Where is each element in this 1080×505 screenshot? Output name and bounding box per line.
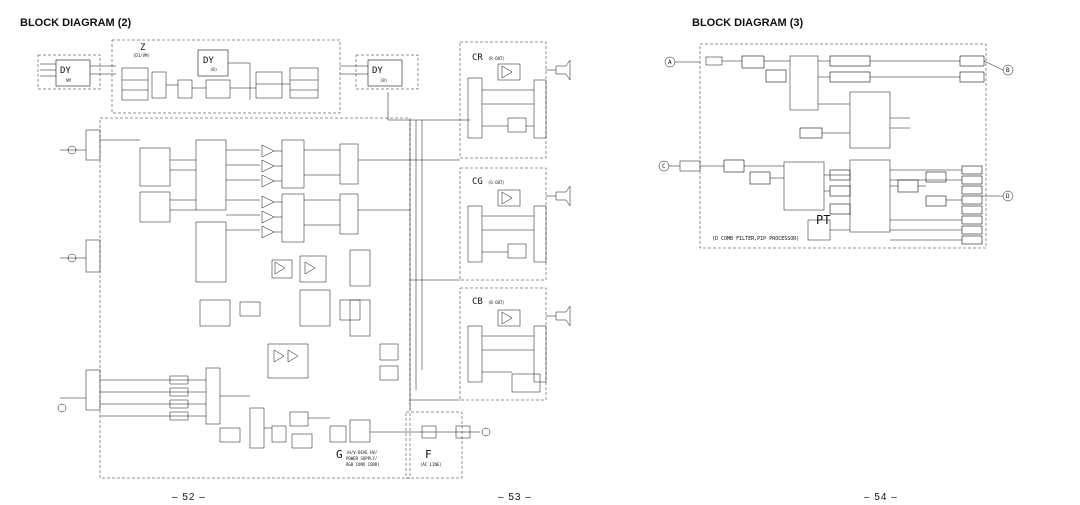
dy-right-sub: (B) bbox=[380, 78, 387, 83]
f-board: F (AC LINE) bbox=[405, 411, 491, 479]
cg-board-label: CG bbox=[472, 177, 483, 187]
dy-mid-sub: (B) bbox=[210, 67, 217, 72]
dy-left-label: DY bbox=[60, 66, 71, 76]
dy-mid-label: DY bbox=[203, 56, 214, 66]
page-number-52: – 52 – bbox=[172, 492, 206, 503]
connector-b: B bbox=[1006, 67, 1010, 74]
lower-processing-block bbox=[100, 249, 410, 449]
connector-d: D bbox=[1006, 193, 1010, 200]
cg-board-sub: (G OUT) bbox=[488, 180, 505, 185]
g-board-line-3: RGB CONV CORR) bbox=[346, 462, 380, 467]
cb-board: CB (B OUT) bbox=[459, 287, 571, 401]
connector-c: C bbox=[662, 163, 666, 170]
page-number-53: – 53 – bbox=[498, 492, 532, 503]
pt-board: PT (D COMB FILTER,PIP PROCESSOR) A B C D bbox=[658, 43, 1014, 249]
dy-left-sub: VM bbox=[66, 78, 71, 83]
diagram-title-right: BLOCK DIAGRAM (3) bbox=[692, 17, 804, 29]
dy-right-board: DY (B) bbox=[340, 54, 419, 90]
g-board-line-2: POWER SUPPLY/ bbox=[346, 456, 378, 461]
cr-board: CR (R OUT) bbox=[459, 41, 571, 159]
g-board-title: G (H/V-DEVE HV/ POWER SUPPLY/ RGB CONV C… bbox=[336, 448, 380, 467]
connector-a: A bbox=[668, 59, 672, 66]
f-board-label: F bbox=[425, 448, 432, 461]
g-board-label: G bbox=[336, 448, 343, 461]
z-board-label: Z bbox=[140, 43, 146, 53]
f-board-sub: (AC LINE) bbox=[420, 462, 442, 467]
cr-board-sub: (R OUT) bbox=[488, 56, 505, 61]
g-board-line-1: (H/V-DEVE HV/ bbox=[346, 450, 378, 455]
pt-board-sub: (D COMB FILTER,PIP PROCESSOR) bbox=[712, 236, 799, 242]
rgb-bus bbox=[387, 92, 470, 410]
page-number-54: – 54 – bbox=[864, 492, 898, 503]
dy-left-board: DY VM bbox=[37, 54, 116, 90]
diagram-title-left: BLOCK DIAGRAM (2) bbox=[20, 17, 132, 29]
z-board: Z (D1/VM) DY (B) bbox=[111, 39, 341, 114]
g-board-outline bbox=[99, 117, 411, 479]
central-ic-block bbox=[100, 139, 410, 283]
z-board-sub: (D1/VM) bbox=[133, 53, 150, 58]
left-connector-pins bbox=[57, 129, 101, 413]
cb-board-label: CB bbox=[472, 297, 483, 307]
pt-board-label: PT bbox=[816, 213, 830, 227]
cb-board-sub: (B OUT) bbox=[488, 300, 505, 305]
cr-board-label: CR bbox=[472, 53, 483, 63]
cg-board: CG (G OUT) bbox=[459, 167, 571, 281]
dy-right-label: DY bbox=[372, 66, 383, 76]
